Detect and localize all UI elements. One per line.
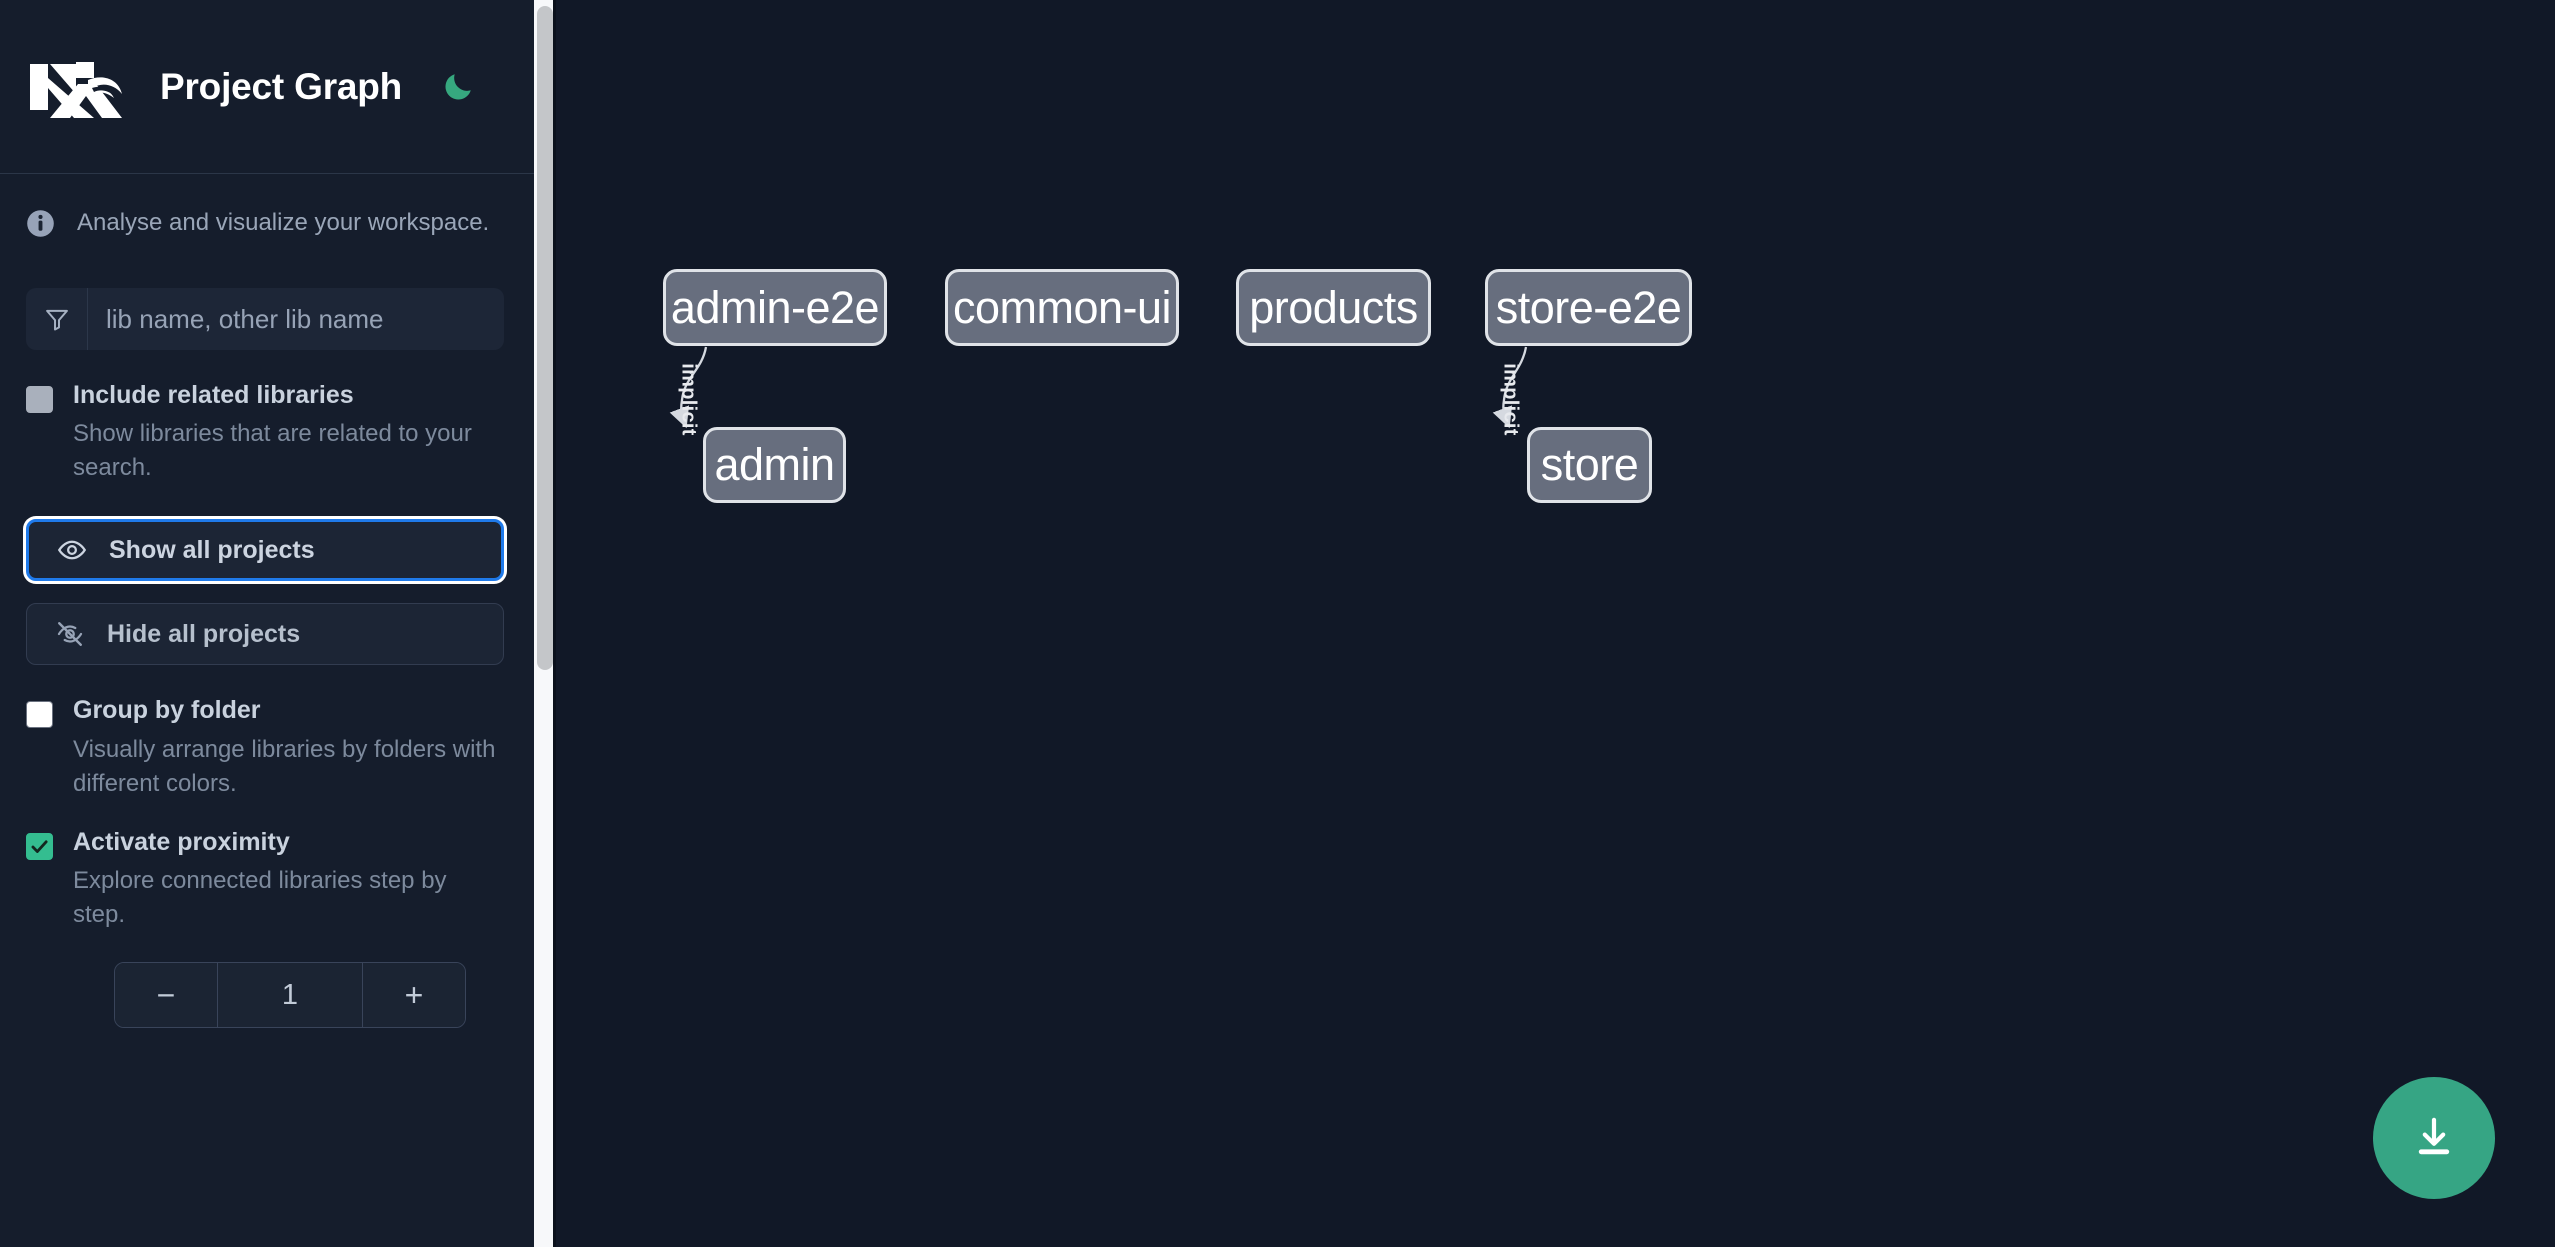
moon-icon[interactable] [434, 63, 482, 111]
edge-label-store-implicit: implicit [1499, 363, 1522, 436]
option-activate-proximity[interactable]: Activate proximity Explore connected lib… [0, 801, 556, 932]
info-circle-icon [26, 209, 55, 238]
eye-icon [57, 535, 87, 565]
graph-node-admin[interactable]: admin [703, 427, 846, 503]
filter-box[interactable] [26, 288, 504, 350]
graph-node-common-ui[interactable]: common-ui [945, 269, 1179, 346]
sidebar: Project Graph Analyse and visualize y [0, 0, 556, 1247]
option-group-by-folder[interactable]: Group by folder Visually arrange librari… [0, 665, 556, 800]
filter-row [0, 272, 556, 350]
download-graph-button[interactable] [2373, 1077, 2495, 1199]
group-by-folder-label: Group by folder [73, 696, 261, 725]
graph-edges [669, 346, 1528, 429]
sidebar-header: Project Graph [0, 0, 556, 174]
funnel-icon [26, 288, 88, 350]
download-icon [2410, 1113, 2458, 1164]
edge-label-admin-implicit: implicit [677, 363, 700, 436]
proximity-decrement-button[interactable]: − [115, 963, 218, 1028]
graph-canvas[interactable]: admin-e2e common-ui products store-e2e a… [556, 0, 2555, 1247]
sidebar-divider [553, 0, 556, 1247]
include-related-description: Show libraries that are related to your … [73, 420, 472, 482]
project-visibility-buttons: Show all projects Hide all projects [0, 485, 556, 666]
sidebar-scrollbar-thumb[interactable] [537, 6, 553, 670]
include-related-label: Include related libraries [73, 381, 354, 409]
graph-node-store[interactable]: store [1527, 427, 1652, 503]
option-include-related[interactable]: Include related libraries Show libraries… [0, 350, 556, 485]
page-title: Project Graph [160, 65, 403, 107]
graph-node-store-e2e[interactable]: store-e2e [1485, 269, 1692, 346]
group-by-folder-description: Visually arrange libraries by folders wi… [73, 735, 496, 797]
show-all-projects-button[interactable]: Show all projects [26, 519, 504, 582]
proximity-value: 1 [281, 978, 299, 1011]
workspace-info-text: Analyse and visualize your workspace. [77, 209, 490, 236]
group-by-folder-checkbox[interactable] [26, 701, 53, 729]
proximity-increment-button[interactable]: + [362, 963, 465, 1028]
show-all-projects-label: Show all projects [109, 535, 315, 564]
include-related-checkbox[interactable] [26, 386, 53, 413]
edge-admin-e2e-admin [669, 346, 708, 429]
hide-all-projects-label: Hide all projects [107, 619, 301, 648]
proximity-stepper-row: − 1 + [0, 932, 556, 1029]
eye-off-icon [55, 619, 85, 649]
filter-input[interactable] [88, 288, 504, 350]
activate-proximity-checkbox[interactable] [26, 832, 53, 860]
graph-node-admin-e2e[interactable]: admin-e2e [663, 269, 887, 346]
proximity-stepper: − 1 + [114, 962, 466, 1029]
workspace-info: Analyse and visualize your workspace. [0, 174, 556, 272]
hide-all-projects-button[interactable]: Hide all projects [26, 603, 504, 666]
sidebar-scrollbar[interactable] [534, 0, 556, 1247]
edge-store-e2e-store [1492, 346, 1528, 429]
nx-logo-icon [26, 54, 126, 120]
activate-proximity-description: Explore connected libraries step by step… [73, 867, 447, 929]
activate-proximity-label: Activate proximity [73, 827, 290, 856]
graph-node-products[interactable]: products [1236, 269, 1431, 346]
